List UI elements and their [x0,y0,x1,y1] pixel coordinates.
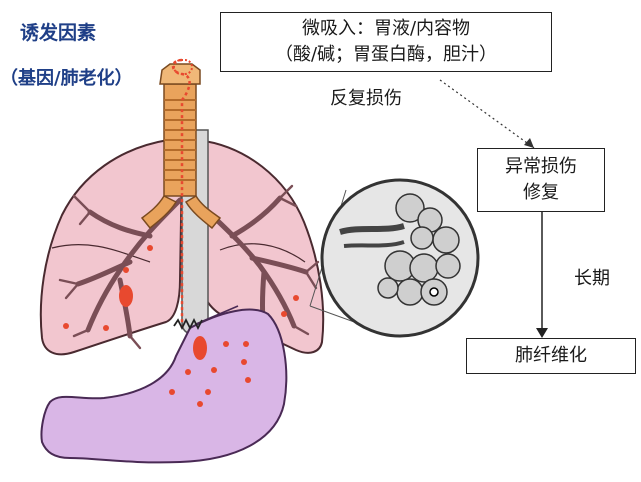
gastric-droplets [63,245,299,407]
repeated-injury-label: 反复损伤 [330,88,402,109]
microaspiration-line1: 微吸入：胃液/内容物 [301,18,471,39]
larynx [159,63,201,85]
fibrosis-label: 肺纤维化 [515,345,587,366]
microaspiration-box: 微吸入：胃液/内容物 （酸/碱；胃蛋白酶，胆汁） [220,12,552,72]
fibrosis-box: 肺纤维化 [466,338,636,374]
factors-subtitle: （基因/肺老化） [0,68,133,89]
abnormal-repair-line1: 异常损伤 [505,156,577,177]
left-lung [39,138,184,356]
factors-title: 诱发因素 [20,22,97,44]
microaspiration-line2: （酸/碱；胃蛋白酶，胆汁） [274,44,498,65]
long-term-label: 长期 [574,268,610,289]
trachea [140,83,222,230]
abnormal-repair-line2: 修复 [523,182,559,203]
abnormal-repair-box: 异常损伤 修复 [477,148,605,212]
stomach [40,308,288,464]
alveoli-magnified [320,178,480,338]
